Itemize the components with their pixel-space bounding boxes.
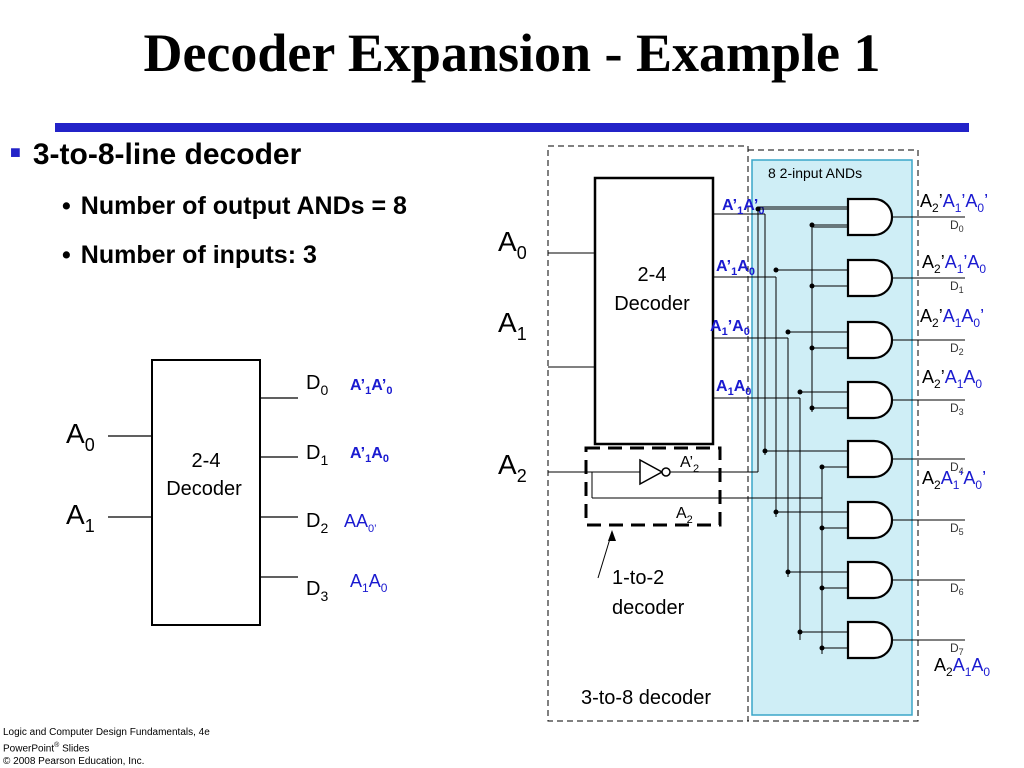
- small-term-d3: A1A0: [350, 571, 388, 595]
- sub-bullet-2-text: Number of inputs: 3: [80, 241, 317, 269]
- junction-dot: [819, 585, 825, 591]
- small-term-d1: A’1A0: [350, 445, 389, 465]
- small-decoder-box: [151, 359, 261, 626]
- big-term-3: A1A0: [716, 378, 751, 398]
- square-bullet-icon: ■: [10, 142, 21, 162]
- small-decoder-label-2: Decoder: [166, 478, 242, 500]
- small-input-a1: A1: [66, 499, 95, 536]
- one-to-two-label-1: 1-to-2: [612, 567, 664, 589]
- footer: Logic and Computer Design Fundamentals, …: [3, 726, 210, 768]
- bullet-main-text: 3-to-8-line decoder: [32, 138, 302, 171]
- big-input-a1: A1: [498, 307, 527, 344]
- big-input-a0: A0: [498, 226, 527, 263]
- and-output-label-d6: D6: [950, 581, 964, 597]
- minterm-1: A2’A1’A0: [922, 252, 986, 276]
- and-gate-icon: [846, 320, 894, 360]
- junction-dot: [809, 283, 815, 289]
- big-decoder-label-1: 2-4: [638, 264, 667, 286]
- and-boundary: [747, 149, 919, 722]
- big-input-a2: A2: [498, 449, 527, 486]
- one-to-two-label-2: decoder: [612, 597, 685, 619]
- junction-dot: [773, 509, 779, 515]
- three-to-eight-boundary: [547, 145, 749, 722]
- minterm-4: A2A1’A0’: [922, 468, 986, 492]
- footer-line-2: PowerPoint® Slides: [3, 742, 90, 755]
- and-output-label-d5: D5: [950, 521, 964, 537]
- small-decoder-label-1: 2-4: [192, 450, 221, 472]
- big-decoder-box: [593, 176, 715, 446]
- minterm-5: A2A1A0: [934, 655, 990, 679]
- and-output-label-d0: D0: [950, 218, 964, 234]
- inverter-icon: [639, 458, 664, 486]
- junction-dot: [755, 206, 761, 212]
- sub-bullet-2: • Number of inputs: 3: [62, 241, 317, 270]
- small-input-a0: A0: [66, 418, 95, 455]
- and-gate-icon: [846, 258, 894, 298]
- big-decoder-label-2: Decoder: [614, 293, 690, 315]
- and-panel-label: 8 2-input ANDs: [768, 165, 862, 181]
- and-output-label-d3: D3: [950, 401, 964, 417]
- inverter-out-label: A’2: [680, 454, 699, 475]
- small-output-d1: D1: [306, 442, 328, 468]
- minterm-0: A2’A1’A0’: [920, 191, 988, 215]
- dot-bullet-icon: •: [62, 241, 71, 269]
- three-to-eight-label: 3-to-8 decoder: [581, 687, 711, 709]
- inverter-pass-label: A2: [676, 505, 693, 526]
- minterm-2: A2’A1A0’: [920, 306, 984, 330]
- sub-bullet-1-text: Number of output ANDs = 8: [80, 192, 407, 220]
- junction-dot: [819, 464, 825, 470]
- minterm-3: A2’A1A0: [922, 367, 982, 391]
- small-output-d3: D3: [306, 578, 328, 604]
- junction-dot: [809, 405, 815, 411]
- and-gates: [755, 197, 965, 660]
- junction-dot: [809, 345, 815, 351]
- title-rule: [55, 123, 969, 132]
- big-term-1: A’1A0: [716, 258, 755, 278]
- junction-dot: [773, 267, 779, 273]
- slide-title: Decoder Expansion - Example 1: [143, 23, 881, 83]
- big-term-2: A1’A0: [710, 318, 750, 338]
- small-term-d2: AA0’: [344, 511, 377, 535]
- and-gate-icon: [846, 560, 894, 600]
- one-to-two-boundary: [584, 446, 722, 527]
- bullet-main: ■ 3-to-8-line decoder: [10, 138, 301, 172]
- and-output-label-d2: D2: [950, 341, 964, 357]
- sub-bullet-1: • Number of output ANDs = 8: [62, 192, 407, 221]
- junction-dot: [809, 222, 815, 228]
- and-gate-icon: [846, 439, 894, 479]
- junction-dot: [797, 629, 803, 635]
- junction-dot: [785, 329, 791, 335]
- junction-dot: [819, 645, 825, 651]
- small-decoder: 2-4 Decoder A0 A1 D0 D1 D2 D3 A’1A’0 A’1…: [66, 359, 393, 626]
- footer-line-3: © 2008 Pearson Education, Inc.: [3, 756, 145, 768]
- junction-dot: [819, 525, 825, 531]
- three-to-eight-decoder: 8 2-input ANDs 3-to-8 decoder 2-4 Decode…: [498, 145, 990, 722]
- and-gate-icon: [846, 500, 894, 540]
- junction-dot: [762, 448, 768, 454]
- and-output-label-d4: D4: [950, 460, 964, 476]
- and-output-label-d1: D1: [950, 279, 964, 295]
- and-panel: [751, 159, 913, 716]
- small-output-d2: D2: [306, 510, 328, 536]
- big-term-0: A’1A’0: [722, 197, 765, 217]
- junction-dot: [785, 569, 791, 575]
- dot-bullet-icon: •: [62, 192, 71, 220]
- and-gate-icon: [846, 620, 894, 660]
- small-term-d0: A’1A’0: [350, 377, 393, 397]
- small-output-d0: D0: [306, 372, 328, 398]
- and-gate-icon: [846, 380, 894, 420]
- junction-dot: [797, 389, 803, 395]
- footer-line-1: Logic and Computer Design Fundamentals, …: [3, 727, 210, 738]
- and-gate-icon: [846, 197, 894, 237]
- and-output-label-d7: D7: [950, 641, 964, 657]
